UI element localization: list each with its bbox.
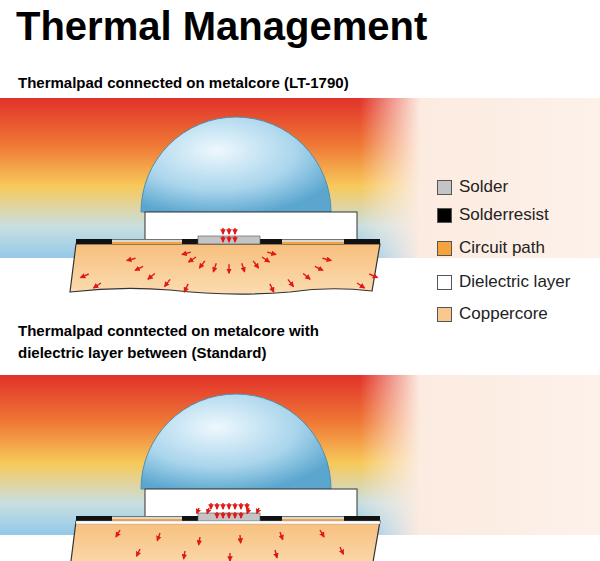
legend-swatch <box>437 275 452 290</box>
heat-arrow <box>228 228 229 234</box>
legend-label: Solder <box>459 177 508 197</box>
legend-row: Coppercore <box>437 304 548 324</box>
heat-arrow <box>222 228 223 234</box>
heat-arrow <box>247 508 249 514</box>
heat-arrow <box>222 236 223 242</box>
heat-arrow <box>234 236 235 242</box>
heat-arrow <box>184 551 185 559</box>
heat-arrow <box>320 530 324 537</box>
heat-arrow <box>323 258 332 260</box>
legend-row: Dielectric layer <box>437 272 570 292</box>
heat-arrow <box>207 508 209 514</box>
heat-arrow <box>228 236 229 242</box>
heat-arrow <box>93 283 100 288</box>
heat-arrow <box>315 266 323 270</box>
section-heading: Thermalpad conntected on metalcore with … <box>18 320 363 364</box>
legend-swatch <box>437 180 452 195</box>
heat-arrow <box>242 263 245 272</box>
heat-arrow <box>116 530 120 537</box>
legend-row: Solderresist <box>437 205 549 225</box>
heat-arrow <box>234 503 235 509</box>
heat-arrow <box>229 553 230 561</box>
heat-arrow <box>239 535 241 543</box>
legend-swatch <box>437 307 452 322</box>
heat-arrow <box>127 258 136 260</box>
heat-arrow <box>135 266 143 270</box>
heat-arrow <box>288 279 293 286</box>
heat-arrow <box>275 550 277 558</box>
heat-arrow <box>213 263 216 272</box>
heat-arrow <box>222 512 223 518</box>
heat-arrow <box>182 252 191 254</box>
legend-row: Solder <box>437 177 508 197</box>
heat-arrow <box>253 261 258 268</box>
heat-arrow <box>303 273 310 279</box>
heat-arrow <box>199 537 200 545</box>
title: Thermal Management <box>16 4 427 49</box>
heat-arrow <box>216 512 217 518</box>
heat-arrow <box>216 503 217 509</box>
heat-arrow <box>228 503 229 509</box>
heat-arrow <box>81 274 89 278</box>
legend-label: Solderresist <box>459 205 549 225</box>
heat-arrow <box>222 503 223 509</box>
heat-arrow <box>184 284 188 292</box>
heat-arrow <box>369 274 377 278</box>
heat-arrow <box>210 503 211 509</box>
heat-arrow <box>228 264 229 273</box>
heat-arrow <box>280 532 283 540</box>
heat-arrow <box>165 279 170 286</box>
heat-arrow <box>357 283 364 288</box>
legend-swatch <box>437 241 452 256</box>
legend-label: Dielectric layer <box>459 272 570 292</box>
heat-arrow <box>197 508 199 514</box>
heat-arrow <box>234 228 235 234</box>
heat-arrow <box>189 257 196 262</box>
heat-arrow <box>199 261 204 268</box>
heat-arrow <box>246 503 247 509</box>
heat-arrow <box>257 508 259 514</box>
heat-arrow <box>340 547 343 554</box>
legend-row: Circuit path <box>437 238 545 258</box>
heat-arrow <box>234 512 235 518</box>
heat-arrow <box>267 252 276 254</box>
heat-arrow <box>228 512 229 518</box>
heat-arrow <box>157 533 160 541</box>
heat-arrow <box>148 273 155 279</box>
legend-label: Circuit path <box>459 238 545 258</box>
heat-arrow <box>262 257 269 262</box>
legend-label: Coppercore <box>459 304 548 324</box>
heat-arrow <box>240 512 241 518</box>
heat-arrow <box>270 284 274 292</box>
legend-swatch <box>437 208 452 223</box>
heat-arrow <box>137 549 140 556</box>
section-heading: Thermalpad connected on metalcore (LT-17… <box>18 72 578 94</box>
heat-arrow <box>240 503 241 509</box>
